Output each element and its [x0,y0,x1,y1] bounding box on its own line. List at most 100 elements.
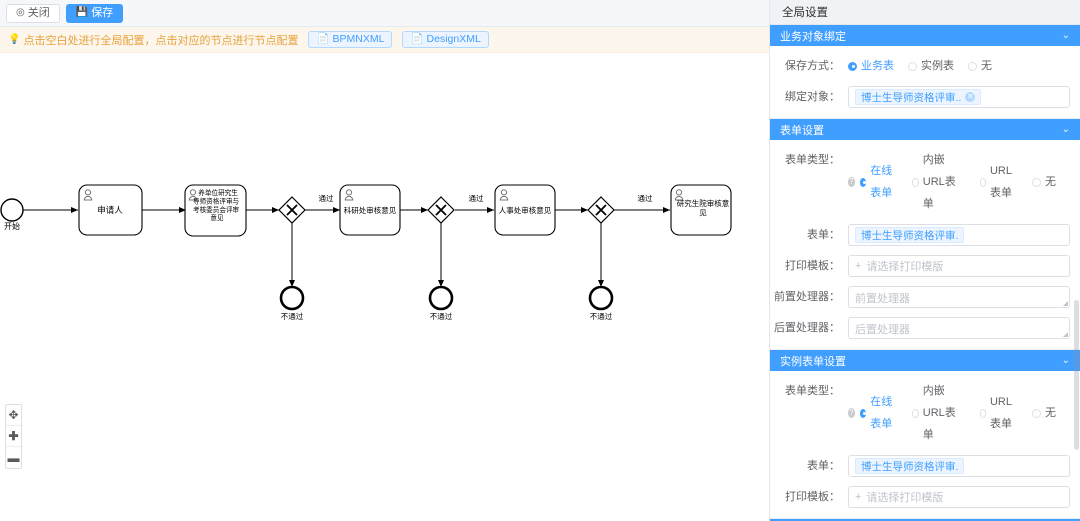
lightbulb-icon: 💡 [8,34,21,45]
radio-dot-icon [1032,177,1041,187]
radio-form-type-embedded-url[interactable]: 内嵌URL表单 [912,149,965,215]
radio-group-instance-form-type[interactable]: ? 在线表单 内嵌URL表单 URL表单 [848,380,1070,446]
node-end-event-2[interactable]: 不通过 [428,285,454,321]
node-user-task-applicant[interactable]: 申请人 [78,184,143,236]
node-user-task-committee[interactable]: 养单位研究生 导师资格评审与 考核委员会评审 意见 [184,184,247,286]
field-save-mode: 保存方式： 业务表 实例表 [774,55,1070,77]
radio-instance-form-type-none[interactable]: 无 [1032,402,1056,424]
node-user-task-graduate-school[interactable]: 研究生院审核意 见 [670,184,732,236]
hint-message: 💡 点击空白处进行全局配置，点击对应的节点进行节点配置 [8,32,298,48]
sequence-flows [21,207,670,287]
node-label-t4: 人事处审核意见 [499,205,552,215]
flow-label-pass-1: 通过 [319,193,334,203]
section-body-form-settings: 表单类型： ? 在线表单 内嵌URL表单 [770,141,1080,350]
field-instance-form: 表单： 博士生导师资格评审. [774,455,1070,477]
tag-remove-icon[interactable]: ✕ [965,92,976,102]
section-title-form-settings: 表单设置 [780,124,824,137]
form-select[interactable]: 博士生导师资格评审. [848,224,1070,246]
bind-object-select[interactable]: 博士生导师资格评审.. ✕ [848,86,1070,108]
radio-dot-icon [912,177,919,187]
field-instance-form-type: 表单类型： ? 在线表单 内嵌URL表单 [774,380,1070,446]
node-label-e3: 不通过 [590,311,613,321]
instance-form-select[interactable]: 博士生导师资格评审. [848,455,1070,477]
flow-label-pass-2: 通过 [469,193,484,203]
post-processor-textarea[interactable]: 后置处理器 [848,317,1070,339]
radio-dot-icon [979,408,986,418]
node-gateway-3[interactable] [587,196,615,224]
node-label-start: 开始 [4,221,20,231]
section-header-instance-form-settings[interactable]: 实例表单设置 ⌄ [770,350,1080,372]
node-user-task-research-dept[interactable]: 科研处审核意见 [339,184,401,236]
plus-icon: + [855,491,862,503]
field-pre-processor: 前置处理器： 前置处理器 [774,286,1070,308]
print-template-select[interactable]: + 请选择打印模版 [848,255,1070,277]
bpmn-xml-button[interactable]: 📄 BPMNXML [308,31,393,48]
bpmn-xml-label: BPMNXML [332,33,385,46]
node-start-event[interactable]: 开始 [0,198,24,231]
settings-panel-scroll[interactable]: 全局设置 业务对象绑定 ⌄ 保存方式： 业务表 [770,0,1080,521]
node-label-t2: 养单位研究生 导师资格评审与 考核委员会评审 意见 [193,188,241,222]
label-form-type: 表单类型： [785,154,840,166]
radio-dot-icon [859,408,867,418]
plus-icon: + [855,260,862,272]
close-circle-icon: ◎ [16,7,25,18]
radio-instance-form-type-embedded-url[interactable]: 内嵌URL表单 [912,380,965,446]
bpmn-canvas[interactable]: 开始 申请人 [0,53,769,521]
save-button-label: 保存 [91,6,114,19]
node-label-e1: 不通过 [281,311,304,321]
instance-print-template-select[interactable]: + 请选择打印模版 [848,486,1070,508]
radio-dot-icon [848,61,857,71]
zoom-out-icon[interactable]: ▬ [7,450,20,465]
node-gateway-2[interactable] [427,196,455,224]
save-button[interactable]: 💾 保存 [65,3,124,23]
panel-scrollbar[interactable] [1074,300,1079,450]
radio-instance-form-type-online[interactable]: 在线表单 [859,391,898,435]
zoom-in-icon[interactable]: ✚ [6,426,21,447]
radio-instance-form-type-url[interactable]: URL表单 [979,391,1018,435]
chevron-down-icon: ⌄ [1061,30,1070,41]
section-header-business-object[interactable]: 业务对象绑定 ⌄ [770,25,1080,47]
field-instance-print-template: 打印模板： + 请选择打印模版 [774,486,1070,508]
radio-form-type-none[interactable]: 无 [1032,171,1056,193]
node-end-event-1[interactable]: 不通过 [279,285,305,321]
fit-viewport-icon[interactable]: ✥ [6,405,21,426]
close-button[interactable]: ◎ 关闭 [6,3,60,23]
canvas-zoom-controls[interactable]: ✥ ✚ ▬ [5,404,22,469]
radio-save-mode-business-table[interactable]: 业务表 [848,55,894,77]
instance-form-tag[interactable]: 博士生导师资格评审. [855,458,965,474]
chevron-down-icon: ⌄ [1061,355,1070,366]
radio-save-mode-instance-table[interactable]: 实例表 [908,55,954,77]
node-gateway-1[interactable] [278,196,306,224]
design-xml-button[interactable]: 📄 DesignXML [402,31,489,48]
document-icon: 📄 [316,33,330,46]
bind-object-tag[interactable]: 博士生导师资格评审.. ✕ [855,89,982,105]
user-task-icon [344,189,354,201]
field-print-template: 打印模板： + 请选择打印模版 [774,255,1070,277]
label-instance-form: 表单： [807,460,840,472]
radio-dot-icon [968,61,977,71]
section-header-form-settings[interactable]: 表单设置 ⌄ [770,119,1080,141]
label-instance-print-template: 打印模板： [785,491,840,503]
radio-form-type-url[interactable]: URL表单 [979,160,1018,204]
radio-group-save-mode[interactable]: 业务表 实例表 无 [848,55,1070,77]
form-tag[interactable]: 博士生导师资格评审. [855,227,965,243]
radio-save-mode-none[interactable]: 无 [968,55,992,77]
radio-dot-icon [979,177,986,187]
section-title-business-object: 业务对象绑定 [780,30,846,43]
radio-group-form-type[interactable]: ? 在线表单 内嵌URL表单 URL表单 [848,149,1070,215]
save-disk-icon: 💾 [75,7,89,18]
radio-form-type-online[interactable]: 在线表单 [859,160,898,204]
help-icon[interactable]: ? [848,408,855,418]
help-icon[interactable]: ? [848,177,855,187]
node-user-task-hr-dept[interactable]: 人事处审核意见 [494,184,556,236]
chevron-down-icon: ⌄ [1061,124,1070,135]
pre-processor-textarea[interactable]: 前置处理器 [848,286,1070,308]
bpmn-diagram[interactable]: 开始 申请人 [0,53,769,521]
field-bind-object: 绑定对象： 博士生导师资格评审.. ✕ [774,86,1070,108]
design-xml-label: DesignXML [426,33,481,46]
node-end-event-3[interactable]: 不通过 [588,285,614,321]
radio-dot-icon [908,61,917,71]
section-header-process-variables[interactable]: 流程变量设置 ⌄ [770,519,1080,521]
flow-label-pass-3: 通过 [638,193,653,203]
